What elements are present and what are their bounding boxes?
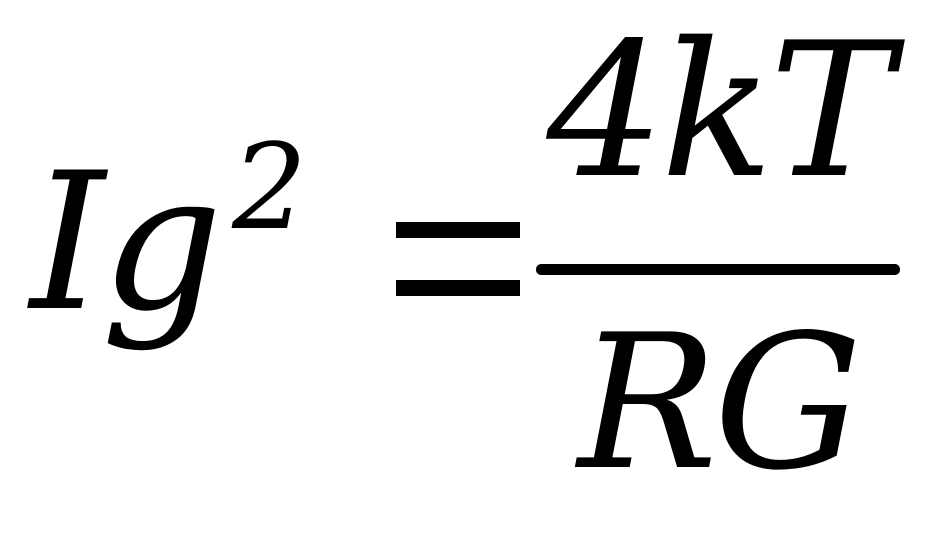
equals-bar-bottom — [396, 280, 520, 296]
fraction-bar — [536, 264, 900, 275]
lhs-exponent: 2 — [232, 118, 308, 256]
equals-bar-top — [396, 222, 520, 238]
equals-sign — [396, 222, 520, 298]
lhs-base: Ig — [30, 132, 223, 353]
fraction-numerator: 4kT — [546, 2, 893, 219]
fraction-denominator: RG — [577, 294, 863, 511]
